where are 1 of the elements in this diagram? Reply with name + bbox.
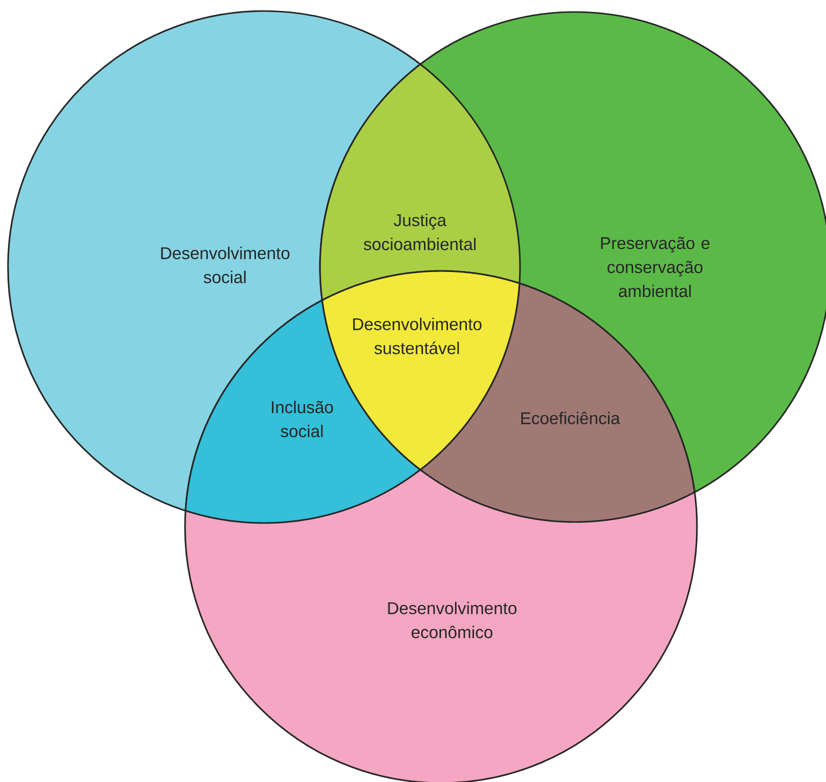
overlap-region: Justiça socioambiental xyxy=(319,64,521,301)
